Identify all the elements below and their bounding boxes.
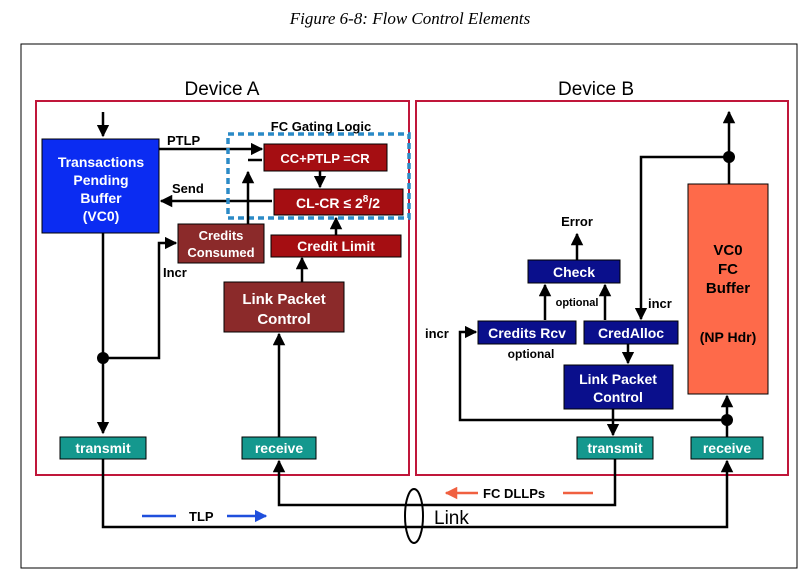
- lpc-b-line1: Link Packet: [579, 371, 657, 387]
- incr-label-b-right: incr: [648, 296, 672, 311]
- device-b-title: Device B: [558, 79, 634, 100]
- lpc-a-line1: Link Packet: [242, 291, 325, 308]
- figure-caption: Figure 6-8: Flow Control Elements: [289, 9, 531, 28]
- credits-consumed-line1: Credits: [199, 228, 244, 243]
- link-ellipse: [404, 488, 424, 544]
- cl-cr-exponent: 8: [363, 194, 369, 205]
- fc-buffer-line3: Buffer: [706, 280, 750, 297]
- buffer-label-line1: Transactions: [58, 154, 145, 170]
- optional-label-2: optional: [508, 347, 555, 361]
- credits-consumed-line2: Consumed: [187, 245, 254, 260]
- transmit-b-box: transmit: [576, 436, 654, 460]
- buffer-label-line4: (VC0): [83, 208, 120, 224]
- cc-ptlp-box: CC+PTLP =CR: [263, 143, 388, 172]
- dllp-link-line: [272, 459, 617, 507]
- fc-dllps-label: FC DLLPs: [483, 486, 545, 501]
- link-packet-control-a: Link Packet Control: [223, 281, 345, 333]
- device-b-frame: [415, 100, 789, 476]
- device-a-title: Device A: [185, 79, 260, 100]
- transmit-a-box: transmit: [59, 436, 147, 460]
- optional-label-1: optional: [556, 297, 599, 309]
- receive-b-box: receive: [690, 436, 764, 460]
- cc-ptlp-label: CC+PTLP =CR: [280, 151, 370, 166]
- credit-limit-box: Credit Limit: [270, 234, 402, 258]
- cl-cr-suffix: /2: [368, 195, 380, 211]
- fc-gating-label: FC Gating Logic: [271, 119, 371, 134]
- buffer-label-line3: Buffer: [80, 190, 122, 206]
- credits-consumed-box: Credits Consumed: [177, 223, 265, 264]
- incr-path-a: [103, 236, 178, 360]
- fc-gating-outline: [226, 132, 411, 220]
- send-label: Send: [172, 181, 204, 196]
- incr-label-b-left: incr: [425, 326, 449, 341]
- junction-dot-b-top: [723, 151, 735, 163]
- device-a-frame: [35, 100, 410, 476]
- receive-a-box: receive: [241, 436, 317, 460]
- transmit-a-label: transmit: [75, 440, 131, 456]
- check-box: Check: [527, 259, 621, 284]
- vc0-fc-buffer: VC0 FC Buffer (NP Hdr): [687, 183, 769, 395]
- receive-b-label: receive: [703, 440, 751, 456]
- credit-limit-label: Credit Limit: [297, 238, 375, 254]
- credits-rcv-box: Credits Rcv: [477, 320, 577, 345]
- fc-buffer-line1: VC0: [713, 242, 742, 259]
- incr-path-b-left: [458, 325, 727, 422]
- credits-rcv-label: Credits Rcv: [488, 325, 566, 341]
- transactions-pending-buffer: Transactions Pending Buffer (VC0): [41, 138, 160, 234]
- link-packet-control-b: Link Packet Control: [563, 364, 674, 410]
- receive-a-label: receive: [255, 440, 303, 456]
- transmit-b-label: transmit: [587, 440, 643, 456]
- buffer-label-line2: Pending: [73, 172, 128, 188]
- link-label: Link: [434, 508, 469, 529]
- lpc-b-line2: Control: [593, 389, 643, 405]
- lpc-a-line2: Control: [257, 311, 310, 328]
- cred-alloc-label: CredAlloc: [598, 325, 664, 341]
- incr-path-b: [634, 155, 729, 321]
- ptlp-label: PTLP: [167, 133, 201, 148]
- cl-cr-main: CL-CR ≤ 2: [296, 195, 363, 211]
- incr-label-a: Incr: [163, 265, 187, 280]
- error-label: Error: [561, 214, 593, 229]
- fc-buffer-line4: (NP Hdr): [700, 329, 757, 345]
- fc-buffer-line2: FC: [718, 261, 738, 278]
- tlp-link-line: [101, 459, 734, 529]
- check-label: Check: [553, 264, 595, 280]
- tlp-label: TLP: [189, 509, 214, 524]
- cl-cr-label: CL-CR ≤ 28/2: [296, 194, 380, 211]
- cred-alloc-box: CredAlloc: [583, 320, 679, 345]
- cl-cr-box: CL-CR ≤ 28/2: [273, 188, 404, 216]
